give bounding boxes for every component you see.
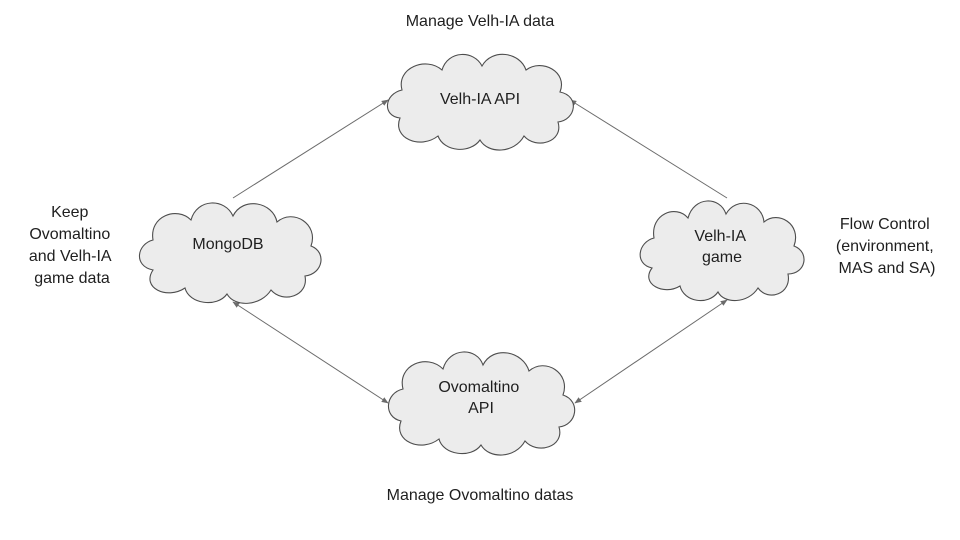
annotation-line: Manage Ovomaltino datas xyxy=(387,487,574,504)
annotation-line: Keep xyxy=(51,204,88,221)
annotation-top: Manage Velh-IA data xyxy=(406,13,555,30)
cloud-shape xyxy=(138,202,322,304)
cloud-shape xyxy=(386,53,574,151)
annotation-line: Flow Control xyxy=(840,216,930,233)
label-line: game xyxy=(702,249,742,266)
label-line: Ovomaltino xyxy=(438,379,519,396)
annotation-line: MAS and SA) xyxy=(839,260,936,277)
cloud-shape xyxy=(639,200,805,302)
annotation-line: game data xyxy=(34,270,110,287)
label-line: MongoDB xyxy=(192,236,263,253)
annotation-line: Ovomaltino xyxy=(29,226,110,243)
label-line: API xyxy=(468,400,494,417)
cloud-velh-ia-game: Velh-IA game xyxy=(639,200,805,302)
cloud-label: MongoDB xyxy=(192,236,263,253)
cloud-label: Ovomaltino API xyxy=(438,379,523,417)
edge-ovomaltino-api-velh-ia-game xyxy=(574,299,728,404)
cloud-shape xyxy=(387,351,576,456)
annotation-line: and Velh-IA xyxy=(29,248,112,265)
label-line: Velh-IA API xyxy=(440,91,520,108)
edge-mongodb-to-velh-ia-api xyxy=(232,99,389,199)
annotation-line: (environment, xyxy=(836,238,934,255)
cloud-label: Velh-IA API xyxy=(440,91,520,108)
cloud-velh-ia-api: Velh-IA API xyxy=(386,53,574,151)
edge-mongodb-ovomaltino-api xyxy=(232,301,389,404)
annotation-line: Manage Velh-IA data xyxy=(406,13,555,30)
cloud-label: Velh-IA game xyxy=(694,228,749,266)
cloud-ovomaltino-api: Ovomaltino API xyxy=(387,351,576,456)
connections xyxy=(232,99,728,404)
edge-velh-ia-game-to-velh-ia-api xyxy=(569,99,728,199)
annotation-left: Keep Ovomaltino and Velh-IA game data xyxy=(29,204,115,287)
annotation-right: Flow Control (environment, MAS and SA) xyxy=(836,216,938,277)
cloud-mongodb: MongoDB xyxy=(138,202,322,304)
label-line: Velh-IA xyxy=(694,228,746,245)
annotation-bottom: Manage Ovomaltino datas xyxy=(387,487,574,504)
